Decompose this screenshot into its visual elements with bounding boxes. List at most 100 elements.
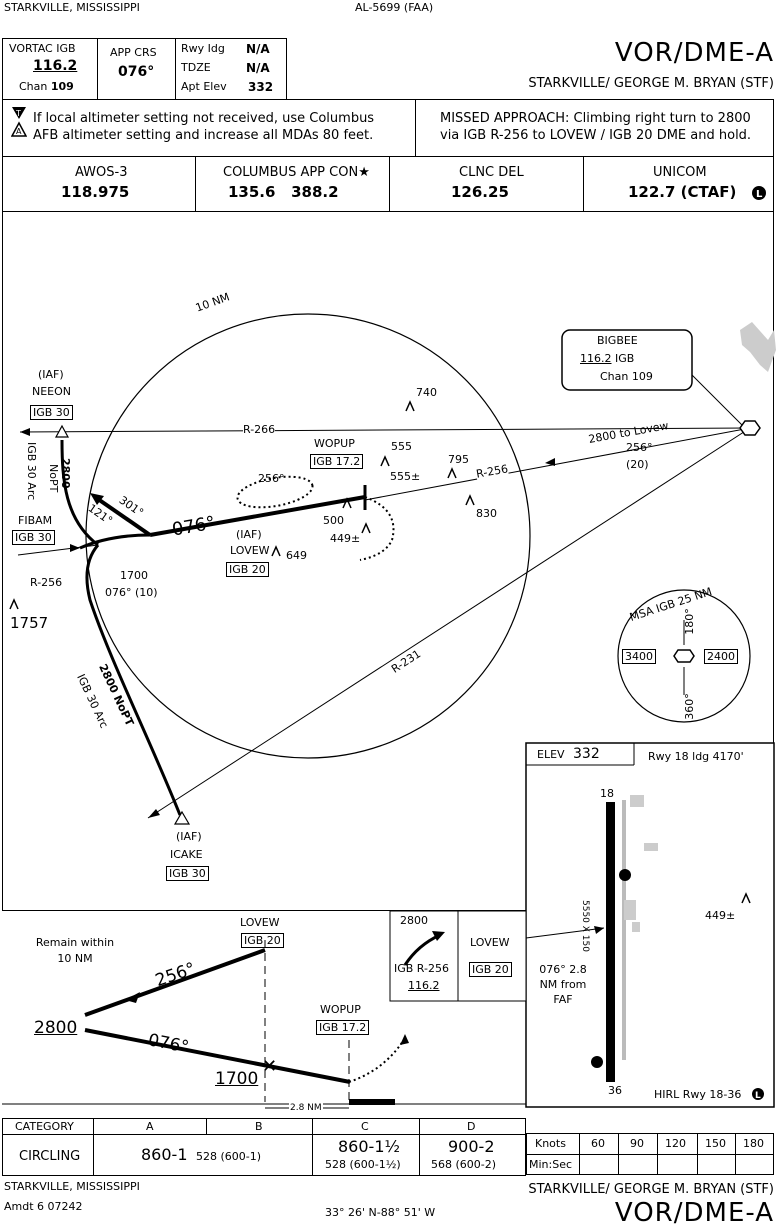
profile-2800-alt: 2800 bbox=[34, 1018, 78, 1038]
profile-256-leg bbox=[84, 948, 266, 1017]
elev-label: ELEV bbox=[537, 748, 565, 761]
ma-freq: 116.2 bbox=[408, 979, 440, 992]
bigbee-navaid-box bbox=[561, 329, 693, 391]
neeon-role: (IAF) bbox=[38, 368, 64, 381]
ma-fix-dme: IGB 20 bbox=[469, 962, 512, 977]
icake-name: ICAKE bbox=[170, 848, 203, 861]
svg-text:L: L bbox=[756, 189, 763, 200]
c-minimum-sub: 528 (600-1½) bbox=[325, 1158, 401, 1171]
c-minimum: 860-1½ bbox=[338, 1137, 400, 1156]
hold-course-label: 256° bbox=[258, 472, 285, 485]
footer-title: VOR/DME-A bbox=[614, 1198, 774, 1228]
clnc-del-freq: 126.25 bbox=[451, 183, 509, 201]
obstacle-740: 740 bbox=[416, 386, 437, 399]
icake-role: (IAF) bbox=[176, 830, 202, 843]
ab-minimum-sub: 528 (600-1) bbox=[196, 1150, 262, 1163]
procedure-id: AL-5699 (FAA) bbox=[355, 1, 434, 14]
svg-text:L: L bbox=[755, 1091, 761, 1101]
bigbee-freq: 116.2 bbox=[580, 352, 612, 365]
tdze-label: TDZE bbox=[181, 61, 211, 74]
hirl-lighting-icon: L bbox=[752, 1088, 764, 1101]
icake-fix-icon bbox=[173, 810, 191, 825]
obstacle-795: 795 bbox=[448, 453, 469, 466]
runway-18-label: 18 bbox=[600, 787, 614, 800]
speed-150: 150 bbox=[705, 1137, 726, 1150]
page-title: VOR/DME-A bbox=[614, 38, 774, 68]
profile-076-leg bbox=[84, 1028, 351, 1084]
faf-icon: ✕ bbox=[262, 1056, 277, 1077]
ma-radial: IGB R-256 bbox=[394, 962, 449, 975]
runway-info-box: Rwy Idg N/A TDZE N/A Apt Elev 332 bbox=[175, 38, 287, 100]
icake-dme: IGB 30 bbox=[166, 866, 209, 881]
fac-note: 076° 2.8 NM from FAF bbox=[539, 963, 587, 1006]
runway-18-36 bbox=[606, 802, 615, 1082]
missed-approach-text: MISSED APPROACH: Climbing right turn to … bbox=[440, 111, 752, 143]
neeon-fix-icon bbox=[54, 424, 70, 438]
obstacle-449: 449± bbox=[330, 532, 361, 545]
d-minimum-sub: 568 (600-2) bbox=[431, 1158, 497, 1171]
r266-label: R-266 bbox=[243, 423, 276, 436]
bigbee-name: BIGBEE bbox=[597, 334, 638, 347]
speed-60: 60 bbox=[591, 1137, 605, 1150]
chan-label: Chan bbox=[19, 80, 48, 93]
vortac-icon bbox=[739, 420, 761, 436]
lovew-name: LOVEW bbox=[230, 544, 270, 557]
wopup-name: WOPUP bbox=[314, 437, 355, 450]
diagram-obstacle-icon bbox=[741, 892, 751, 904]
profile-wopup-dme: IGB 17.2 bbox=[316, 1020, 370, 1035]
amendment: Amdt 6 07242 bbox=[4, 1200, 83, 1213]
timing-table: Knots 60 90 120 150 180 Min:Sec bbox=[526, 1133, 774, 1175]
d-minimum: 900-2 bbox=[448, 1137, 495, 1156]
notes-row: T A If local altimeter setting not recei… bbox=[2, 99, 774, 157]
altimeter-note: If local altimeter setting not received,… bbox=[33, 111, 375, 143]
clnc-del-label: CLNC DEL bbox=[459, 165, 524, 180]
profile-distance: 2.8 NM bbox=[289, 1103, 323, 1113]
r256-radial bbox=[364, 427, 751, 501]
diagram-obstacle-449: 449± bbox=[705, 909, 736, 922]
msa-180: 180° bbox=[682, 608, 696, 635]
vortac-box: VORTAC IGB 116.2 Chan 109 bbox=[2, 38, 98, 100]
footer-airport: STARKVILLE/ GEORGE M. BRYAN (STF) bbox=[528, 1182, 774, 1197]
awos-freq: 118.975 bbox=[61, 183, 130, 201]
speed-180: 180 bbox=[743, 1137, 764, 1150]
footer-location: STARKVILLE, MISSISSIPPI bbox=[4, 1180, 140, 1193]
course-reversal-leg bbox=[93, 495, 152, 537]
apt-elev-label: Apt Elev bbox=[181, 80, 227, 93]
notes-divider bbox=[415, 100, 416, 156]
neeon-dme: IGB 30 bbox=[30, 405, 73, 420]
r231-radial bbox=[147, 427, 751, 819]
ma-altitude: 2800 bbox=[400, 914, 428, 927]
profile-lovew: LOVEW bbox=[240, 916, 280, 929]
bigbee-chan: Chan 109 bbox=[600, 370, 653, 383]
knots-label: Knots bbox=[535, 1137, 566, 1150]
missed-approach-path bbox=[359, 496, 395, 561]
msa-circle bbox=[617, 589, 751, 723]
tdze-value: N/A bbox=[246, 61, 270, 75]
lighting-icon: L bbox=[752, 186, 766, 200]
terrain-shading bbox=[740, 322, 776, 372]
neeon-arc-nopt: NoPT bbox=[47, 464, 60, 493]
msa-360: 360° bbox=[682, 693, 696, 720]
runway-36-label: 36 bbox=[608, 1084, 622, 1097]
final-approach-course bbox=[149, 495, 366, 537]
cat-b: B bbox=[255, 1120, 263, 1133]
r256-left-label: R-256 bbox=[30, 576, 63, 589]
awos-label: AWOS-3 bbox=[75, 165, 128, 180]
lovew-dme: IGB 20 bbox=[226, 562, 269, 577]
obstacle-830: 830 bbox=[476, 507, 497, 520]
category-label: CATEGORY bbox=[15, 1120, 74, 1133]
neeon-name: NEEON bbox=[32, 385, 72, 398]
lead-course: 076° (10) bbox=[105, 586, 158, 599]
speed-90: 90 bbox=[630, 1137, 644, 1150]
airport-beacon-icon bbox=[619, 869, 631, 881]
holding-pattern bbox=[236, 475, 314, 509]
vortac-freq: 116.2 bbox=[33, 58, 78, 74]
apt-elev-value: 332 bbox=[248, 80, 274, 94]
svg-text:A: A bbox=[16, 127, 22, 136]
elev-value: 332 bbox=[573, 746, 600, 762]
rwy-ldg-value: N/A bbox=[246, 42, 270, 56]
remain-within-note: Remain within 10 NM bbox=[35, 936, 115, 965]
neeon-arc-alt: 2800 bbox=[59, 458, 72, 489]
minsec-label: Min:Sec bbox=[529, 1158, 573, 1171]
